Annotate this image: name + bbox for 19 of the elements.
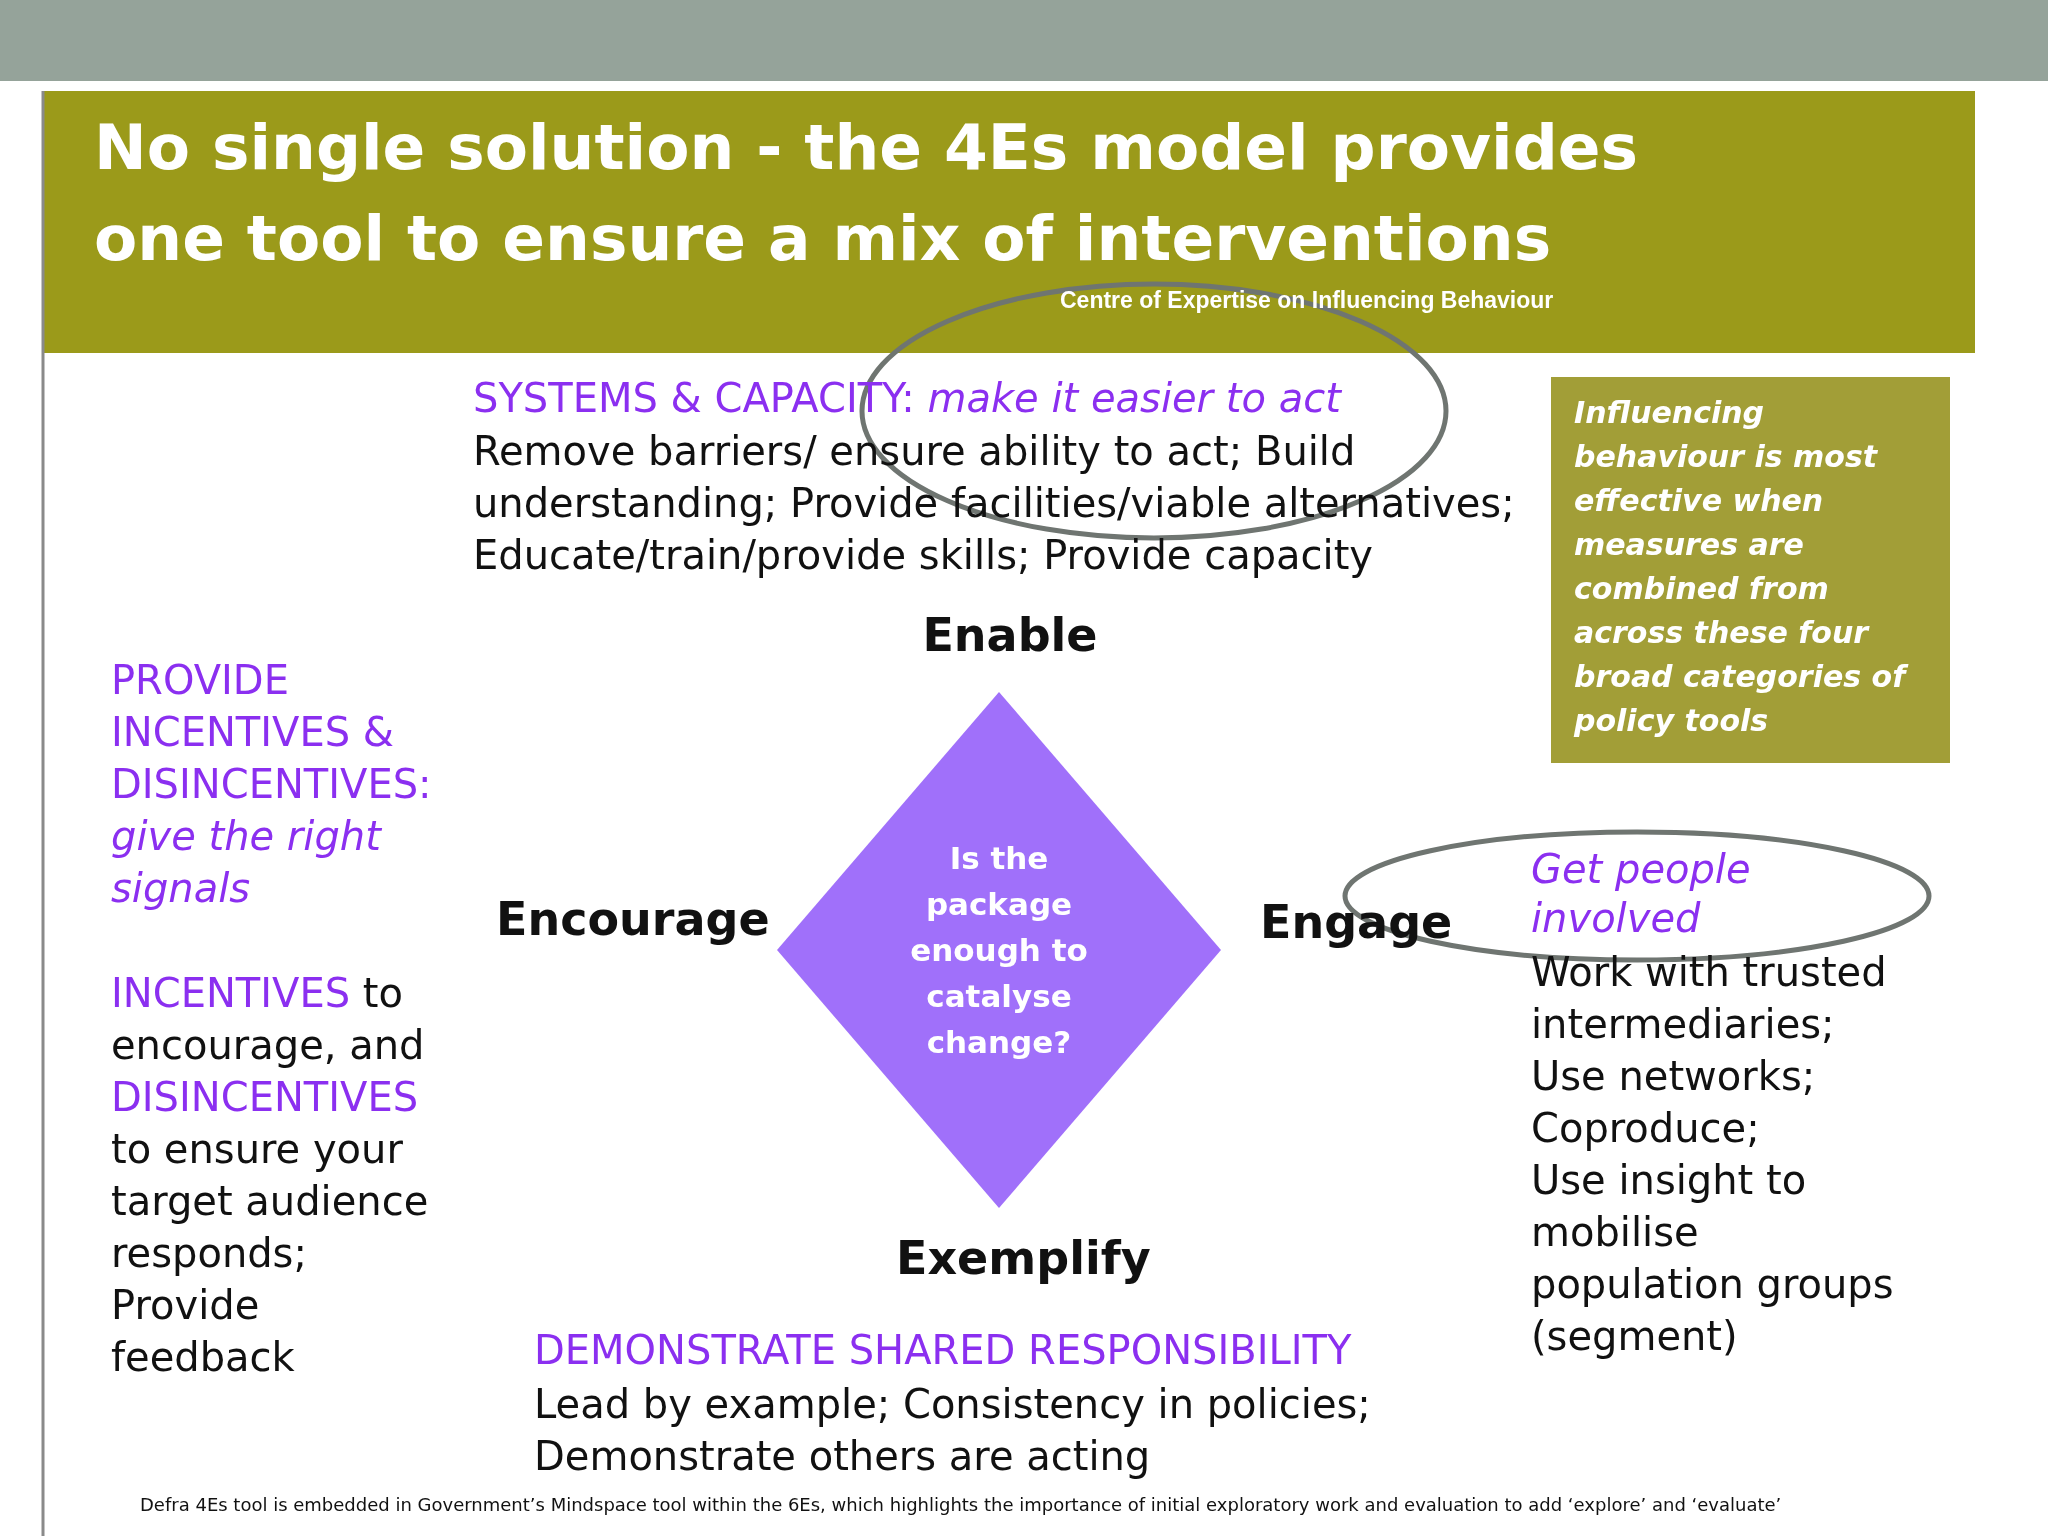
list-item: Coproduce;: [1531, 1104, 1761, 1153]
footnote: Defra 4Es tool is embedded in Government’s Mindspace tool within the 6Es, which highlights the importance of initial exploratory work and evaluation to add ‘explore’ and ‘evaluate’: [140, 1493, 1782, 1517]
section-heading: PROVIDE INCENTIVES & DISINCENTIVES: give the right signals: [111, 656, 433, 913]
category-label: Exemplify: [896, 1230, 1151, 1286]
diamond-text: Is the package enough to catalyse change?: [909, 839, 1089, 1062]
category-label: Encourage: [496, 891, 770, 947]
slide-title: No single solution - the 4Es model provides one tool to ensure a mix of interventions: [94, 110, 1639, 277]
body-text: INCENTIVES to encourage, and DISINCENTIVES to ensure your target audience responds; Provide feedback: [111, 969, 430, 1382]
list-item: Work with trusted intermediaries;: [1531, 948, 1888, 1049]
category-label: Enable: [921, 607, 1099, 663]
subtitle: Centre of Expertise on Influencing Behaviour: [1060, 286, 1554, 314]
body-text: Lead by example; Consistency in policies; Demonstrate others are acting: [534, 1380, 1372, 1481]
list-item: Use insight to mobilise population groups (segment): [1531, 1156, 1895, 1361]
callout-text: Influencing behaviour is most effective when measures are combined from across these four broad categories of policy tools: [1574, 391, 1939, 743]
section-heading: DEMONSTRATE SHARED RESPONSIBILITY: [534, 1326, 1352, 1375]
list-item: Use networks;: [1531, 1052, 1817, 1101]
callout-box: [1551, 377, 1950, 763]
section-heading: Get people involved: [1531, 845, 1752, 943]
decision-diamond: [777, 692, 1221, 1208]
